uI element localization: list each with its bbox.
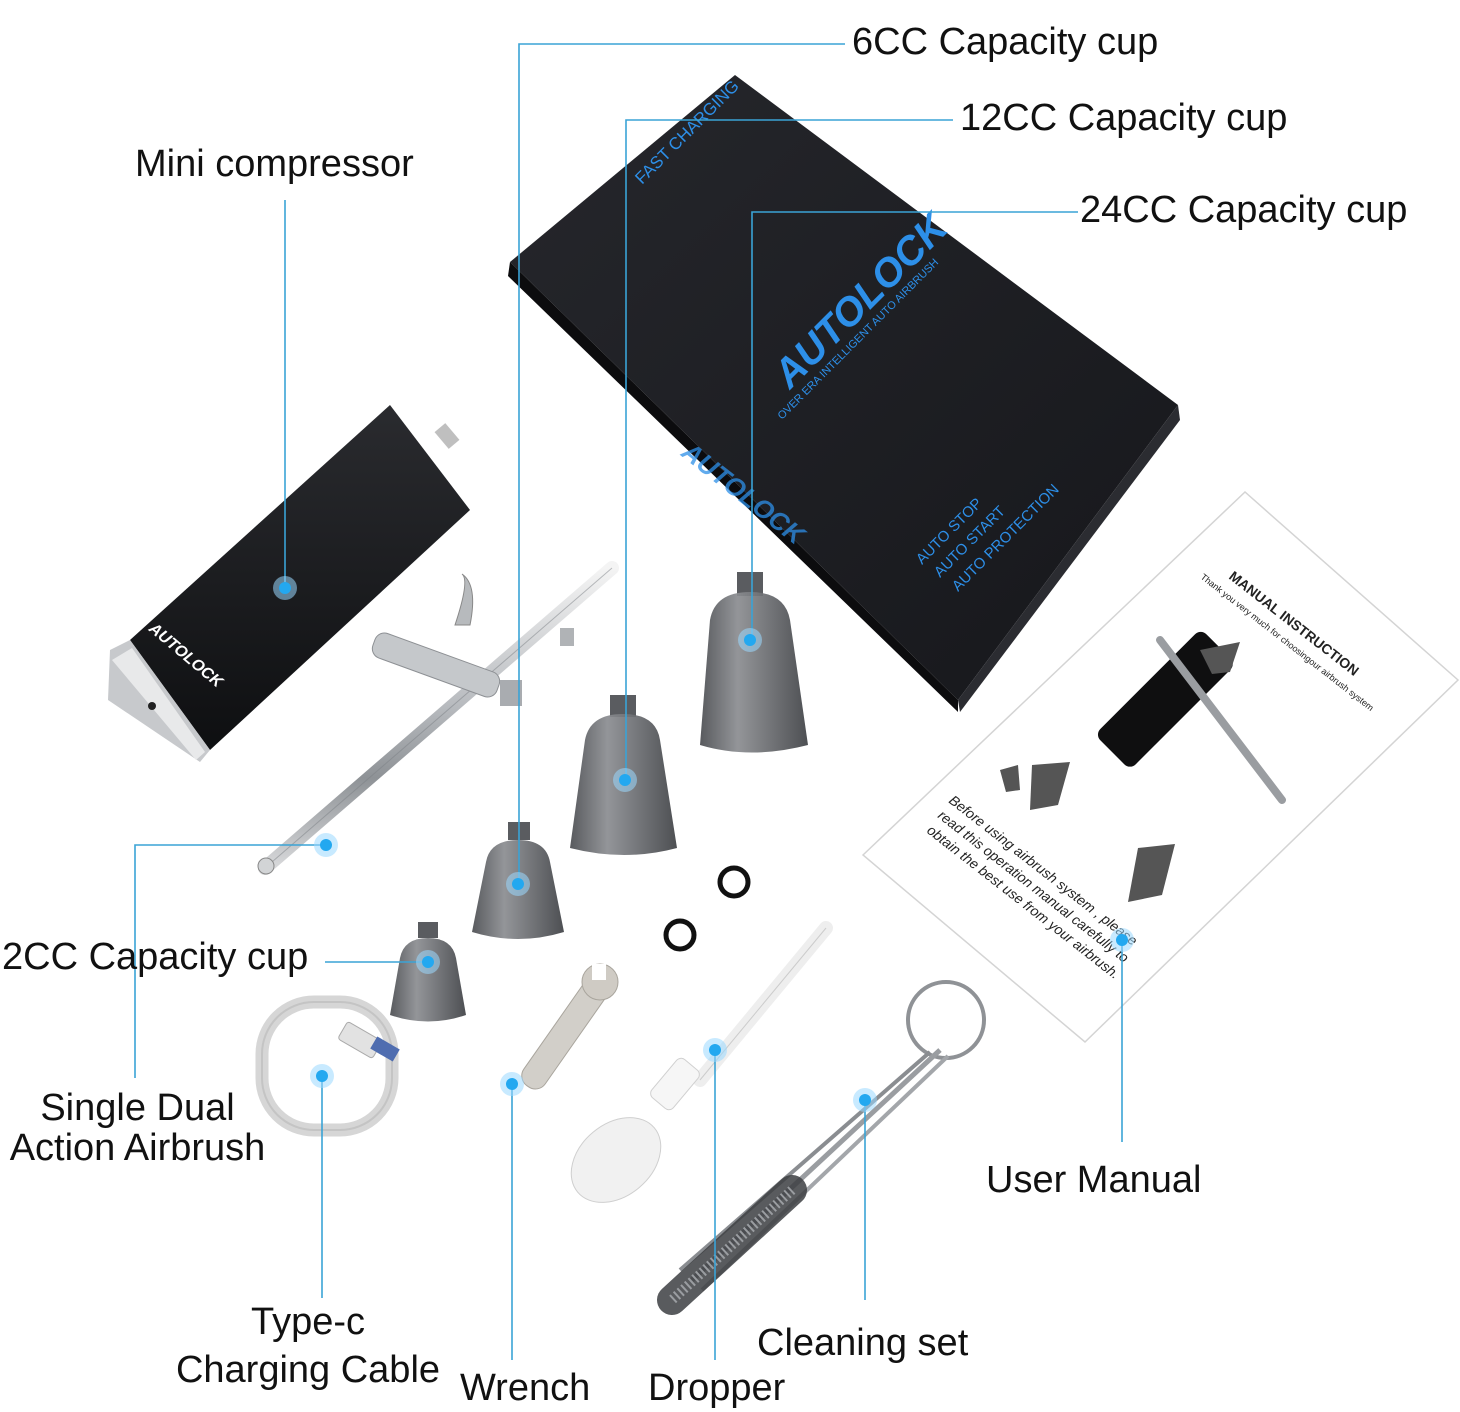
cup-2cc	[390, 922, 466, 1022]
dot-24cc	[738, 628, 762, 652]
dot-6cc	[506, 872, 530, 896]
dot-12cc	[613, 768, 637, 792]
airbrush	[257, 561, 619, 875]
cleaning-brush-set	[657, 980, 986, 1315]
label-2cc-cup: 2CC Capacity cup	[2, 936, 309, 978]
dot-cleaning	[853, 1088, 877, 1112]
dot-airbrush	[314, 833, 338, 857]
label-12cc-cup: 12CC Capacity cup	[960, 97, 1288, 139]
manual-airbrush-illustration	[1000, 631, 1286, 902]
label-airbrush: Single Dual Action Airbrush	[0, 1088, 275, 1168]
cups	[390, 572, 808, 1022]
o-rings	[663, 865, 751, 952]
dot-2cc	[416, 950, 440, 974]
label-6cc-cup: 6CC Capacity cup	[852, 21, 1159, 63]
dot-compressor	[273, 576, 297, 600]
label-type-c-cable: Type-c Charging Cable	[168, 1298, 448, 1394]
dot-dropper	[703, 1038, 727, 1062]
label-cleaning-set: Cleaning set	[757, 1322, 969, 1364]
cup-24cc	[700, 572, 808, 753]
dot-cable	[310, 1064, 334, 1088]
callout-dots	[273, 576, 1134, 1112]
mini-compressor: AUTOLOCK	[108, 405, 470, 762]
label-airbrush-line2: Action Airbrush	[9, 1127, 266, 1169]
manual-sheet: MANUAL INSTRUCTION Thank you very much f…	[861, 490, 1460, 1044]
label-cable-line2: Charging Cable	[175, 1349, 441, 1391]
dot-wrench	[500, 1072, 524, 1096]
label-wrench: Wrench	[460, 1367, 591, 1409]
label-cable-line1: Type-c	[250, 1301, 366, 1343]
callout-lines	[134, 43, 1123, 1360]
type-c-cable	[255, 995, 400, 1137]
label-airbrush-line1: Single Dual	[40, 1087, 235, 1129]
dot-manual	[1110, 928, 1134, 952]
label-mini-compressor: Mini compressor	[135, 143, 414, 185]
product-box: FAST CHARGING AUTOLOCK OVER ERA INTELLIG…	[508, 75, 1180, 712]
label-dropper: Dropper	[648, 1367, 786, 1409]
label-24cc-cup: 24CC Capacity cup	[1080, 189, 1408, 231]
label-user-manual: User Manual	[986, 1159, 1202, 1201]
wrench-tool	[521, 963, 619, 1090]
